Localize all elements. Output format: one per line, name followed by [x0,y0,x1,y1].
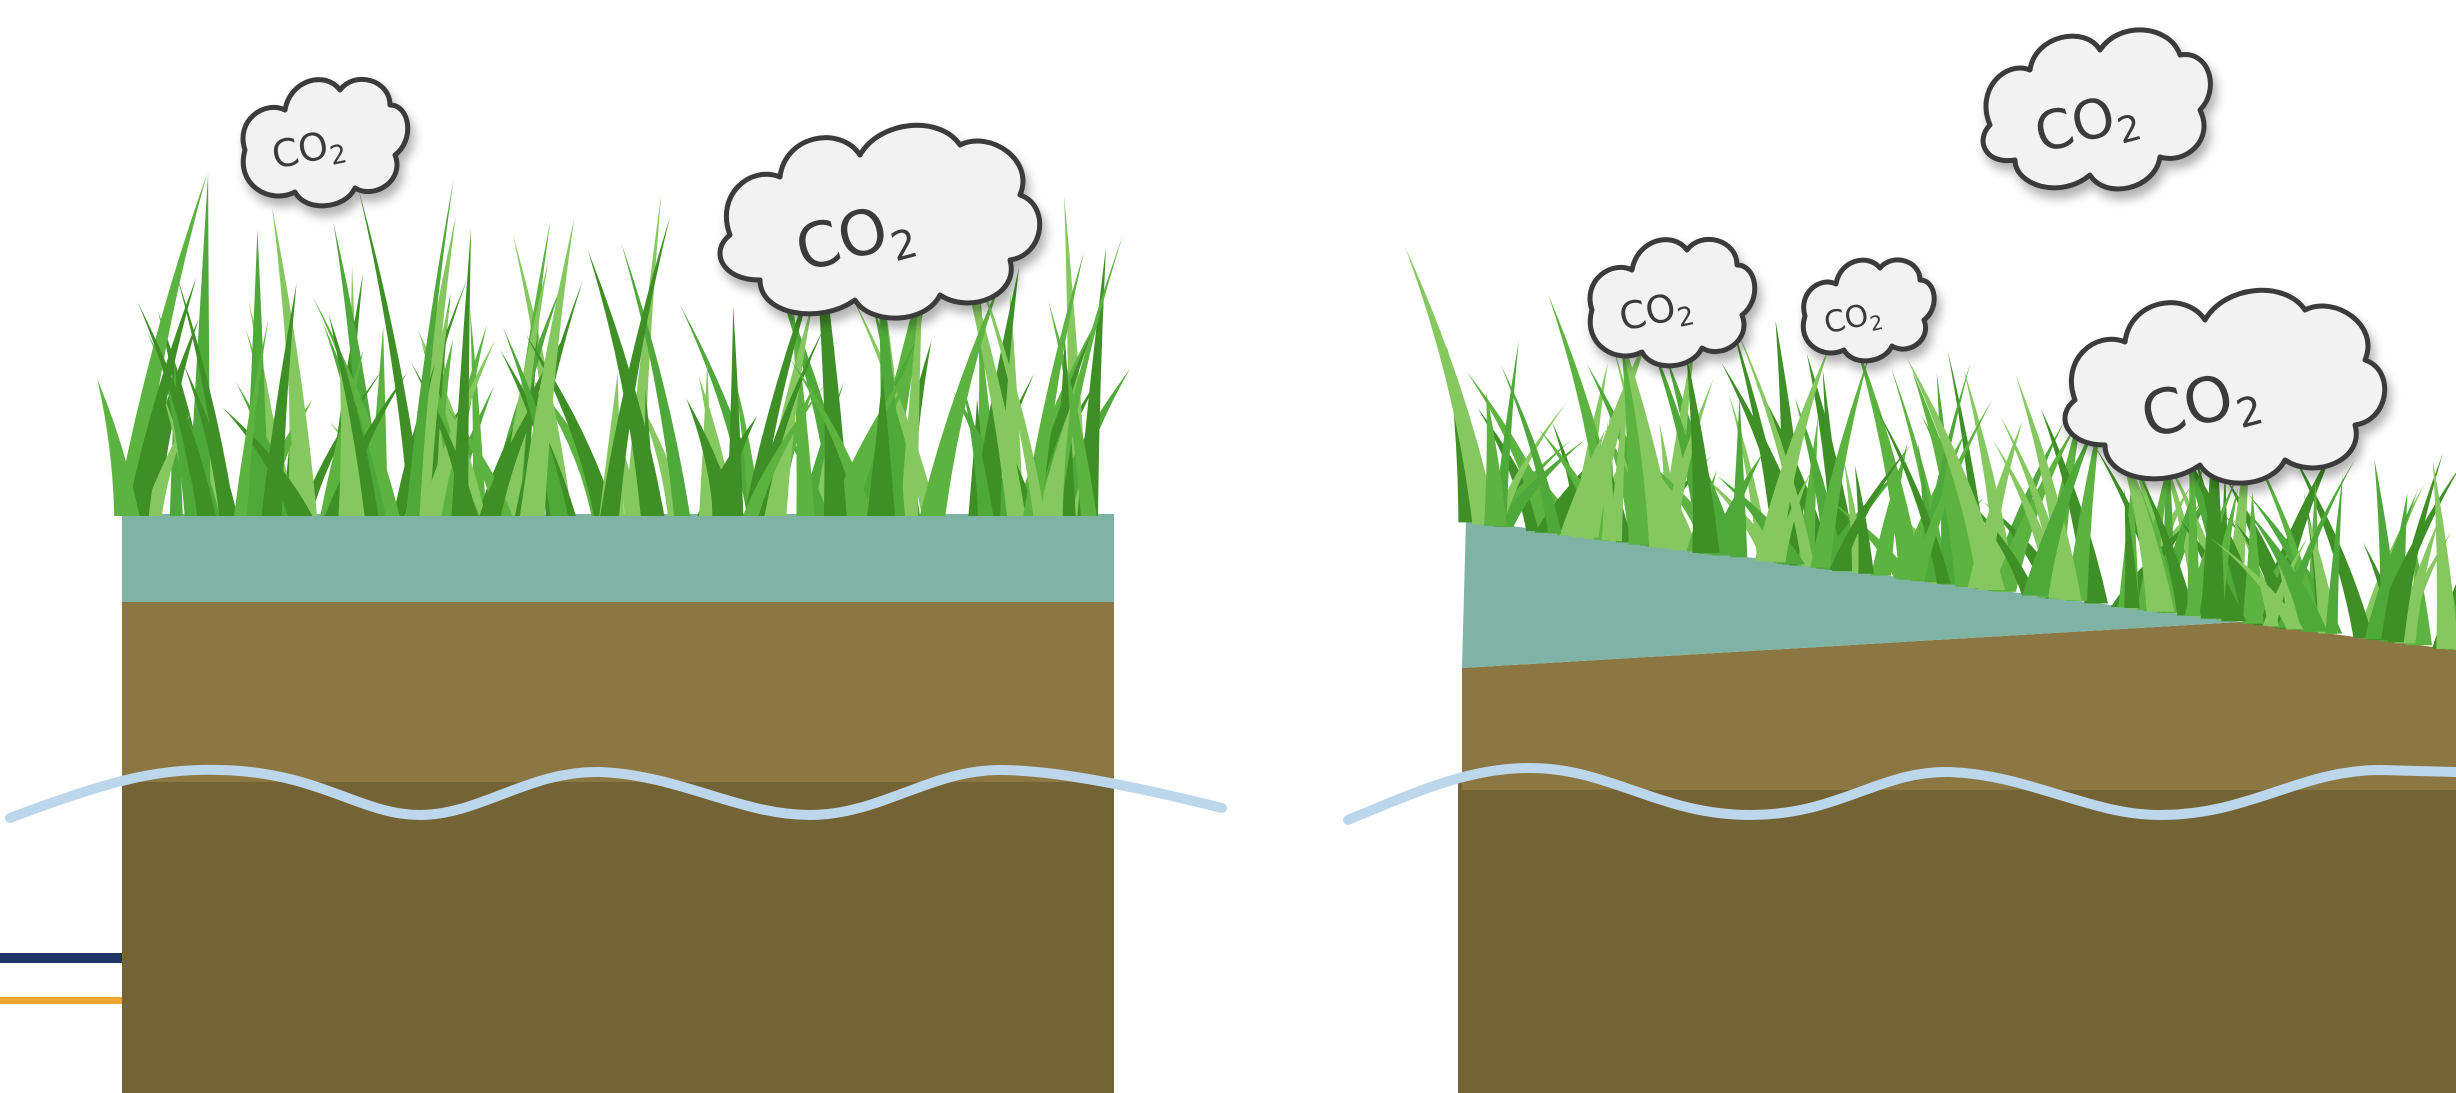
co2-cloud-icon: CO2 [1983,30,2210,189]
left-soil-upper [122,602,1114,782]
legend-line-orange [0,997,122,1004]
grass-blade [2433,461,2456,649]
grass-blade [1730,396,1747,557]
co2-cloud-icon: CO2 [243,79,408,205]
co2-cloud-icon: CO2 [2065,290,2385,483]
co2-cloud-icon: CO2 [1590,239,1755,365]
co2-cloud-icon: CO2 [720,125,1040,318]
left-peat-layer [122,514,1114,602]
right-soil-lower [1458,780,2456,1093]
co2-cloud-icon: CO2 [1803,260,1934,361]
left-soil-profile [122,514,1114,1093]
grass-blade [1405,247,1497,524]
legend-line-navy [0,953,122,963]
left-soil-lower [122,780,1114,1093]
grass-blade [452,228,471,516]
